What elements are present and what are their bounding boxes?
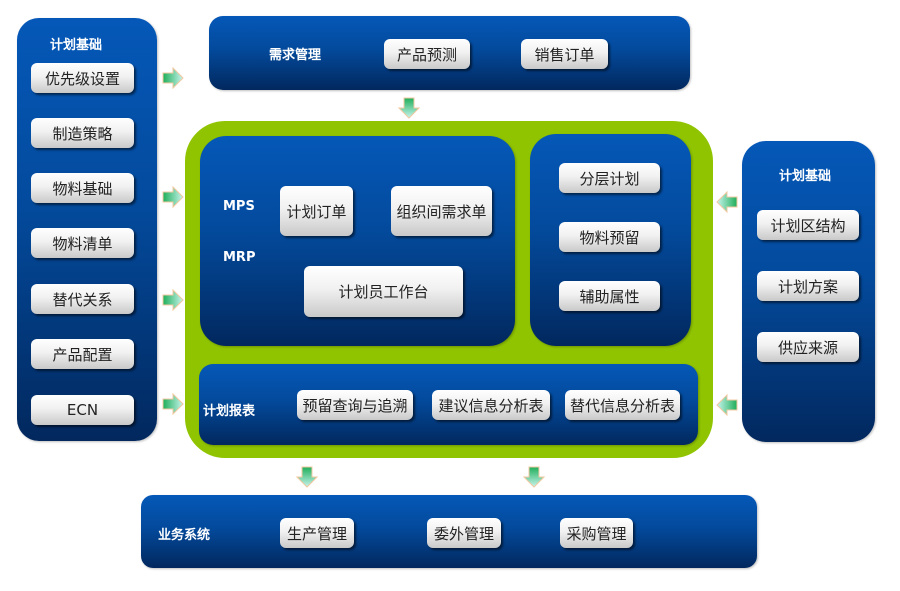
outsourcing-management-button[interactable]: 委外管理 bbox=[427, 518, 501, 548]
product-forecast-button[interactable]: 产品预测 bbox=[384, 39, 470, 69]
ecn-button[interactable]: ECN bbox=[31, 395, 134, 425]
inter-org-demand-button[interactable]: 组织间需求单 bbox=[391, 186, 492, 236]
arrow-down-icon bbox=[296, 466, 318, 488]
planner-workbench-button[interactable]: 计划员工作台 bbox=[304, 266, 463, 317]
right-panel-title: 计划基础 bbox=[779, 169, 832, 184]
report-panel-title: 计划报表 bbox=[203, 404, 256, 419]
arrow-left-icon bbox=[716, 191, 738, 213]
supply-source-button[interactable]: 供应来源 bbox=[757, 332, 859, 362]
plan-area-structure-button[interactable]: 计划区结构 bbox=[757, 210, 859, 240]
suggestion-analysis-button[interactable]: 建议信息分析表 bbox=[432, 390, 550, 420]
business-panel-title: 业务系统 bbox=[158, 528, 211, 543]
arrow-down-icon bbox=[398, 97, 420, 119]
mps-label: MPS bbox=[223, 199, 255, 214]
arrow-left-icon bbox=[716, 394, 738, 416]
substitution-relation-button[interactable]: 替代关系 bbox=[31, 284, 134, 314]
material-basis-button[interactable]: 物料基础 bbox=[31, 173, 134, 203]
hierarchical-plan-button[interactable]: 分层计划 bbox=[559, 163, 660, 193]
bom-button[interactable]: 物料清单 bbox=[31, 228, 134, 258]
left-panel-title: 计划基础 bbox=[50, 38, 103, 53]
sales-order-button[interactable]: 销售订单 bbox=[521, 39, 608, 69]
arrow-right-icon bbox=[162, 289, 184, 311]
manufacturing-strategy-button[interactable]: 制造策略 bbox=[31, 118, 134, 148]
substitution-analysis-button[interactable]: 替代信息分析表 bbox=[565, 390, 680, 420]
arrow-down-icon bbox=[523, 466, 545, 488]
auxiliary-attribute-button[interactable]: 辅助属性 bbox=[559, 281, 660, 311]
arrow-right-icon bbox=[162, 393, 184, 415]
arrow-right-icon bbox=[162, 186, 184, 208]
production-management-button[interactable]: 生产管理 bbox=[280, 518, 354, 548]
demand-panel-title: 需求管理 bbox=[269, 48, 322, 63]
material-reservation-button[interactable]: 物料预留 bbox=[559, 222, 660, 252]
arrow-right-icon bbox=[162, 67, 184, 89]
purchase-management-button[interactable]: 采购管理 bbox=[560, 518, 633, 548]
priority-settings-button[interactable]: 优先级设置 bbox=[31, 63, 134, 93]
mrp-label: MRP bbox=[223, 250, 256, 265]
planned-order-button[interactable]: 计划订单 bbox=[280, 186, 353, 236]
reservation-query-trace-button[interactable]: 预留查询与追溯 bbox=[297, 390, 413, 420]
plan-scheme-button[interactable]: 计划方案 bbox=[757, 271, 859, 301]
product-configuration-button[interactable]: 产品配置 bbox=[31, 339, 134, 369]
